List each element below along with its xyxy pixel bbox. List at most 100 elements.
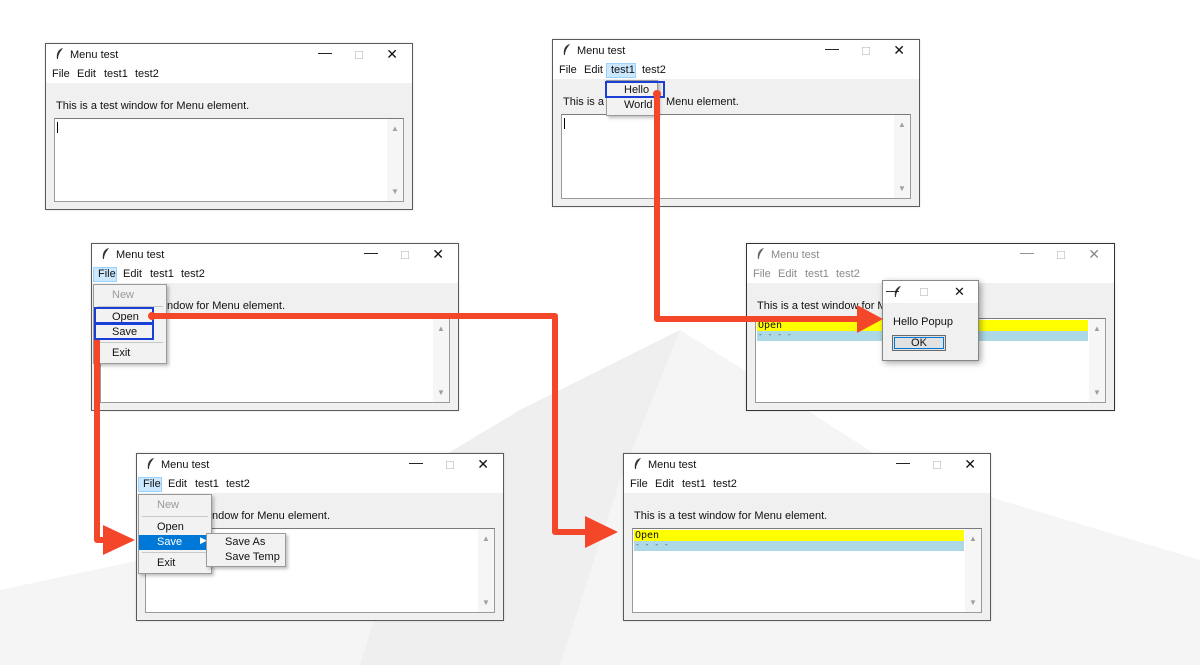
feather-icon: [563, 44, 570, 55]
feather-icon: [56, 48, 63, 59]
menu-file[interactable]: File: [630, 478, 648, 490]
scroll-up-icon[interactable]: ▲: [1093, 324, 1101, 333]
scroll-up-icon[interactable]: ▲: [391, 124, 399, 133]
menu-test2[interactable]: test2: [836, 268, 860, 280]
text-caret: [57, 122, 58, 133]
menu-test2[interactable]: test2: [226, 478, 250, 490]
maximize-icon[interactable]: ☐: [919, 287, 929, 299]
vertical-scrollbar[interactable]: ▲ ▼: [433, 319, 449, 402]
maximize-icon[interactable]: ☐: [932, 460, 942, 472]
maximize-icon[interactable]: ☐: [445, 460, 455, 472]
scroll-up-icon[interactable]: ▲: [437, 324, 445, 333]
scroll-up-icon[interactable]: ▲: [898, 120, 906, 129]
minimize-icon[interactable]: —: [825, 40, 839, 56]
scroll-up-icon[interactable]: ▲: [482, 534, 490, 543]
menu-separator: [142, 552, 208, 553]
vertical-scrollbar[interactable]: ▲ ▼: [1089, 319, 1105, 402]
menu-test1[interactable]: test1: [682, 478, 706, 490]
feather-icon: [757, 248, 764, 259]
scroll-up-icon[interactable]: ▲: [969, 534, 977, 543]
scroll-down-icon[interactable]: ▼: [1093, 388, 1101, 397]
menu-edit[interactable]: Edit: [655, 478, 674, 490]
menu-test1[interactable]: test1: [150, 268, 174, 280]
menu-item-exit[interactable]: Exit: [157, 557, 176, 569]
menu-test2[interactable]: test2: [713, 478, 737, 490]
menu-item-save[interactable]: Save: [112, 326, 138, 338]
menu-edit[interactable]: Edit: [584, 64, 603, 76]
close-icon[interactable]: ✕: [477, 456, 489, 472]
ok-button[interactable]: OK: [892, 335, 946, 351]
close-icon[interactable]: ✕: [964, 456, 976, 472]
maximize-icon[interactable]: ☐: [400, 250, 410, 262]
maximize-icon[interactable]: ☐: [861, 46, 871, 58]
menu-separator: [97, 306, 163, 307]
menu-separator: [97, 342, 163, 343]
title-bar: Menu test — ☐ ✕: [46, 44, 412, 66]
menu-file-active[interactable]: [93, 267, 117, 282]
menu-test1-active[interactable]: [606, 63, 636, 78]
window-label: This is a test window for Menu element.: [634, 510, 828, 522]
menu-file[interactable]: File: [98, 268, 116, 280]
text-area[interactable]: Open - - - - ▲ ▼: [632, 528, 982, 613]
vertical-scrollbar[interactable]: ▲ ▼: [965, 529, 981, 612]
close-icon[interactable]: ✕: [954, 284, 965, 299]
menu-item-world[interactable]: World: [624, 99, 653, 111]
window-label: ndow for Menu element.: [212, 510, 331, 522]
scroll-down-icon[interactable]: ▼: [482, 598, 490, 607]
scroll-down-icon[interactable]: ▼: [898, 184, 906, 193]
menu-item-new: New: [112, 289, 135, 301]
vertical-scrollbar[interactable]: ▲ ▼: [894, 115, 910, 198]
minimize-icon[interactable]: —: [409, 454, 423, 470]
window-label: This is a test window for Menu element.: [56, 100, 250, 112]
feather-icon: [894, 286, 901, 297]
menu-file[interactable]: File: [143, 478, 161, 490]
menu-item-open[interactable]: Open: [157, 521, 184, 533]
menu-test1[interactable]: test1: [195, 478, 219, 490]
window-label-right: Menu element.: [666, 96, 739, 108]
window-title: Menu test: [648, 459, 697, 471]
close-icon[interactable]: ✕: [1088, 246, 1100, 262]
menu-separator: [142, 516, 208, 517]
menu-item-save[interactable]: Save▶: [139, 535, 211, 550]
menu-test1[interactable]: test1: [611, 64, 635, 76]
file-dropdown: New Open Save▶ Exit: [138, 494, 212, 574]
menu-test2[interactable]: test2: [135, 68, 159, 80]
window-title: Menu test: [161, 459, 210, 471]
menu-file[interactable]: File: [753, 268, 771, 280]
menu-test-window-popup: Menu test — ☐ ✕ File Edit test1 test2 Th…: [746, 243, 1115, 411]
menu-file[interactable]: File: [52, 68, 70, 80]
menu-test1[interactable]: test1: [104, 68, 128, 80]
menu-item-hello[interactable]: Hello: [624, 84, 650, 96]
maximize-icon[interactable]: ☐: [354, 50, 364, 62]
menu-item-save-temp[interactable]: Save Temp: [225, 551, 280, 563]
window-label: ndow for Menu element.: [167, 300, 286, 312]
menu-item-exit[interactable]: Exit: [112, 347, 131, 359]
highlight-hello: [605, 81, 665, 98]
menu-edit[interactable]: Edit: [168, 478, 187, 490]
menu-test2[interactable]: test2: [181, 268, 205, 280]
text-area[interactable]: ▲ ▼: [54, 118, 404, 202]
scroll-down-icon[interactable]: ▼: [969, 598, 977, 607]
close-icon[interactable]: ✕: [432, 246, 444, 262]
maximize-icon[interactable]: ☐: [1056, 250, 1066, 262]
scroll-down-icon[interactable]: ▼: [391, 187, 399, 196]
menu-test1[interactable]: test1: [805, 268, 829, 280]
menu-file[interactable]: File: [559, 64, 577, 76]
minimize-icon[interactable]: —: [886, 283, 899, 298]
menu-edit[interactable]: Edit: [123, 268, 142, 280]
close-icon[interactable]: ✕: [893, 42, 905, 58]
text-area[interactable]: ▲ ▼: [561, 114, 911, 199]
vertical-scrollbar[interactable]: ▲ ▼: [387, 119, 403, 201]
minimize-icon[interactable]: —: [364, 244, 378, 260]
menu-edit[interactable]: Edit: [77, 68, 96, 80]
menu-edit[interactable]: Edit: [778, 268, 797, 280]
close-icon[interactable]: ✕: [386, 46, 398, 62]
minimize-icon[interactable]: —: [896, 454, 910, 470]
menu-item-open[interactable]: Open: [112, 311, 139, 323]
minimize-icon[interactable]: —: [318, 44, 332, 60]
vertical-scrollbar[interactable]: ▲ ▼: [478, 529, 494, 612]
scroll-down-icon[interactable]: ▼: [437, 388, 445, 397]
menu-item-save-as[interactable]: Save As: [225, 536, 266, 548]
menu-test2[interactable]: test2: [642, 64, 666, 76]
minimize-icon[interactable]: —: [1020, 244, 1034, 260]
